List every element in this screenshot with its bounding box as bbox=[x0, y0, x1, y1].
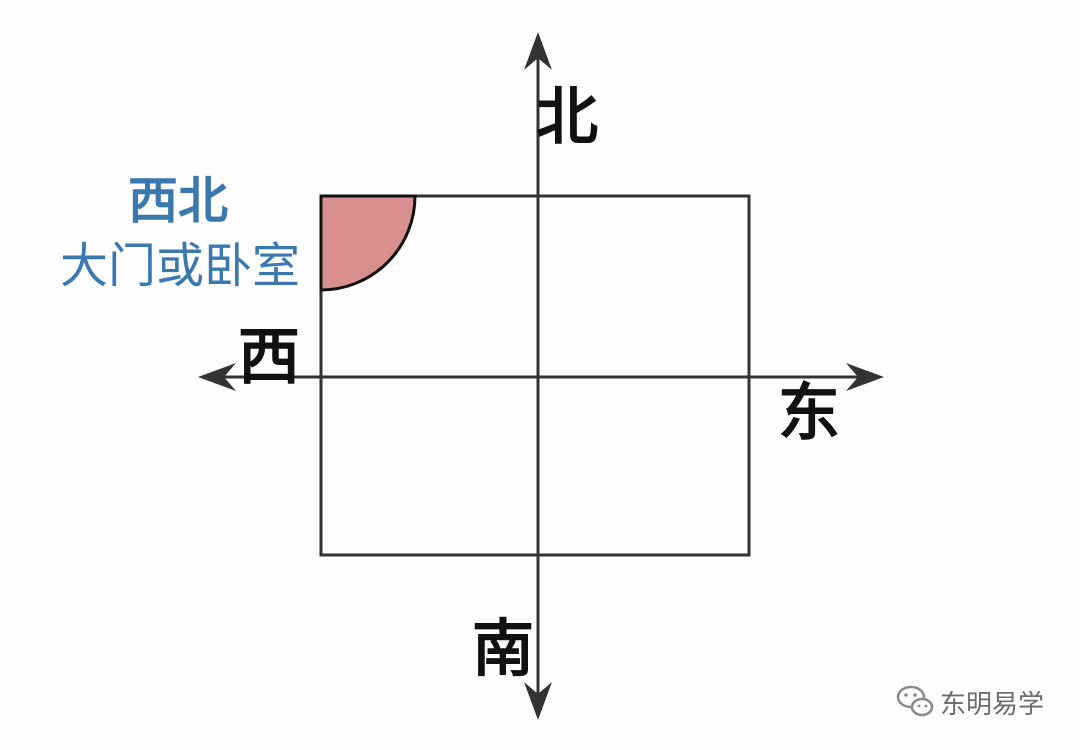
west-label: 西 bbox=[238, 320, 300, 393]
north-arrowhead bbox=[524, 32, 552, 70]
northwest-title: 西北 bbox=[128, 172, 228, 230]
south-arrowhead bbox=[524, 682, 552, 720]
wechat-icon bbox=[896, 685, 934, 717]
northwest-sector bbox=[319, 194, 417, 292]
south-label: 南 bbox=[472, 612, 534, 685]
watermark-text: 东明易学 bbox=[940, 690, 1044, 720]
west-arrowhead bbox=[198, 363, 236, 391]
north-label: 北 bbox=[536, 80, 598, 153]
east-arrowhead bbox=[846, 363, 884, 391]
east-label: 东 bbox=[778, 376, 840, 449]
northwest-subtitle: 大门或卧室 bbox=[60, 238, 300, 294]
